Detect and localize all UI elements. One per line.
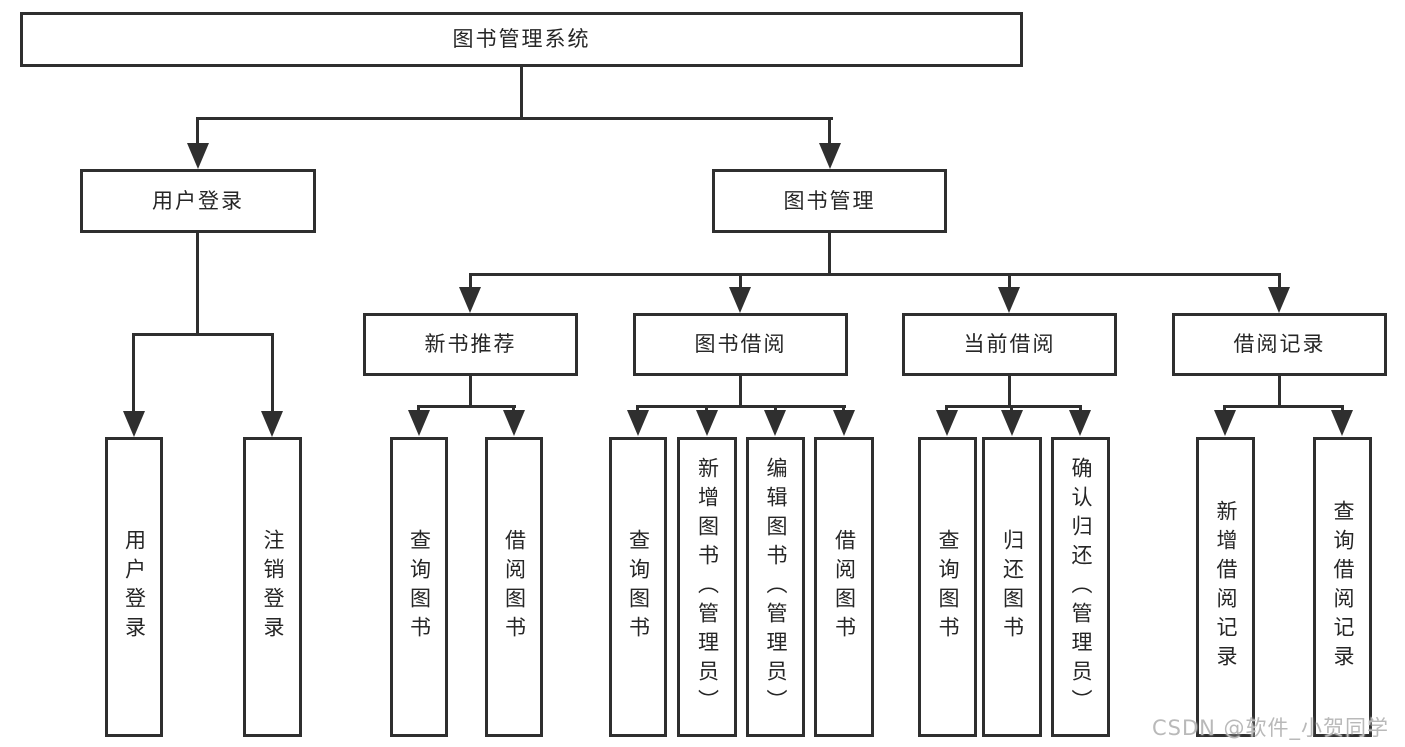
connector-user-login-stem	[196, 233, 199, 336]
connector-root-stem	[520, 67, 523, 118]
connector-group2-hbar	[418, 405, 516, 408]
arrow-down-icon	[936, 410, 958, 436]
arrow-down-icon	[261, 411, 283, 437]
arrow-down-icon	[459, 287, 481, 313]
connector-line	[739, 273, 742, 288]
leaf-confirm-return-admin: 确认归还（管理员）	[1051, 437, 1110, 737]
leaf-query-books-current: 查询图书	[918, 437, 977, 737]
leaf-edit-books-admin: 编辑图书（管理员）	[746, 437, 805, 737]
leaf-query-borrow-record: 查询借阅记录	[1313, 437, 1372, 737]
arrow-down-icon	[819, 143, 841, 169]
connector-root-hbar	[197, 117, 833, 120]
connector-group4-hbar	[946, 405, 1082, 408]
leaf-query-books-borrow: 查询图书	[609, 437, 667, 737]
connector-line	[469, 376, 472, 408]
arrow-down-icon	[1069, 410, 1091, 436]
connector-line	[132, 333, 135, 413]
connector-book-management-stem	[828, 233, 831, 276]
arrow-down-icon	[1268, 287, 1290, 313]
leaf-borrow-books: 借阅图书	[814, 437, 874, 737]
arrow-down-icon	[1331, 410, 1353, 436]
arrow-down-icon	[1214, 410, 1236, 436]
node-book-management: 图书管理	[712, 169, 947, 233]
arrow-down-icon	[408, 410, 430, 436]
connector-line	[1008, 376, 1011, 408]
arrow-down-icon	[1001, 410, 1023, 436]
arrow-down-icon	[503, 410, 525, 436]
connector-group5-hbar	[1224, 405, 1344, 408]
arrow-down-icon	[998, 287, 1020, 313]
arrow-down-icon	[123, 411, 145, 437]
leaf-borrow-books-recommend: 借阅图书	[485, 437, 543, 737]
connector-line	[196, 117, 199, 147]
leaf-return-books: 归还图书	[982, 437, 1042, 737]
leaf-user-login: 用户登录	[105, 437, 163, 737]
arrow-down-icon	[187, 143, 209, 169]
node-library-management-system: 图书管理系统	[20, 12, 1023, 67]
node-book-borrowing: 图书借阅	[633, 313, 848, 376]
connector-line	[1008, 273, 1011, 288]
leaf-logout: 注销登录	[243, 437, 302, 737]
connector-group3-hbar	[637, 405, 846, 408]
node-new-book-recommendation: 新书推荐	[363, 313, 578, 376]
arrow-down-icon	[696, 410, 718, 436]
leaf-add-borrow-record: 新增借阅记录	[1196, 437, 1255, 737]
csdn-watermark: CSDN @软件_小贺同学	[1152, 716, 1390, 740]
node-current-borrowing: 当前借阅	[902, 313, 1117, 376]
connector-level3-hbar	[469, 273, 1281, 276]
arrow-down-icon	[764, 410, 786, 436]
node-borrowing-records: 借阅记录	[1172, 313, 1387, 376]
connector-line	[271, 333, 274, 413]
connector-line	[828, 117, 831, 147]
connector-line	[469, 273, 472, 288]
connector-line	[1278, 376, 1281, 408]
connector-line	[739, 376, 742, 408]
leaf-add-books-admin: 新增图书（管理员）	[677, 437, 737, 737]
arrow-down-icon	[729, 287, 751, 313]
connector-line	[1278, 273, 1281, 288]
connector-user-login-hbar	[133, 333, 274, 336]
leaf-query-books-recommend: 查询图书	[390, 437, 448, 737]
arrow-down-icon	[833, 410, 855, 436]
node-user-login: 用户登录	[80, 169, 316, 233]
arrow-down-icon	[627, 410, 649, 436]
